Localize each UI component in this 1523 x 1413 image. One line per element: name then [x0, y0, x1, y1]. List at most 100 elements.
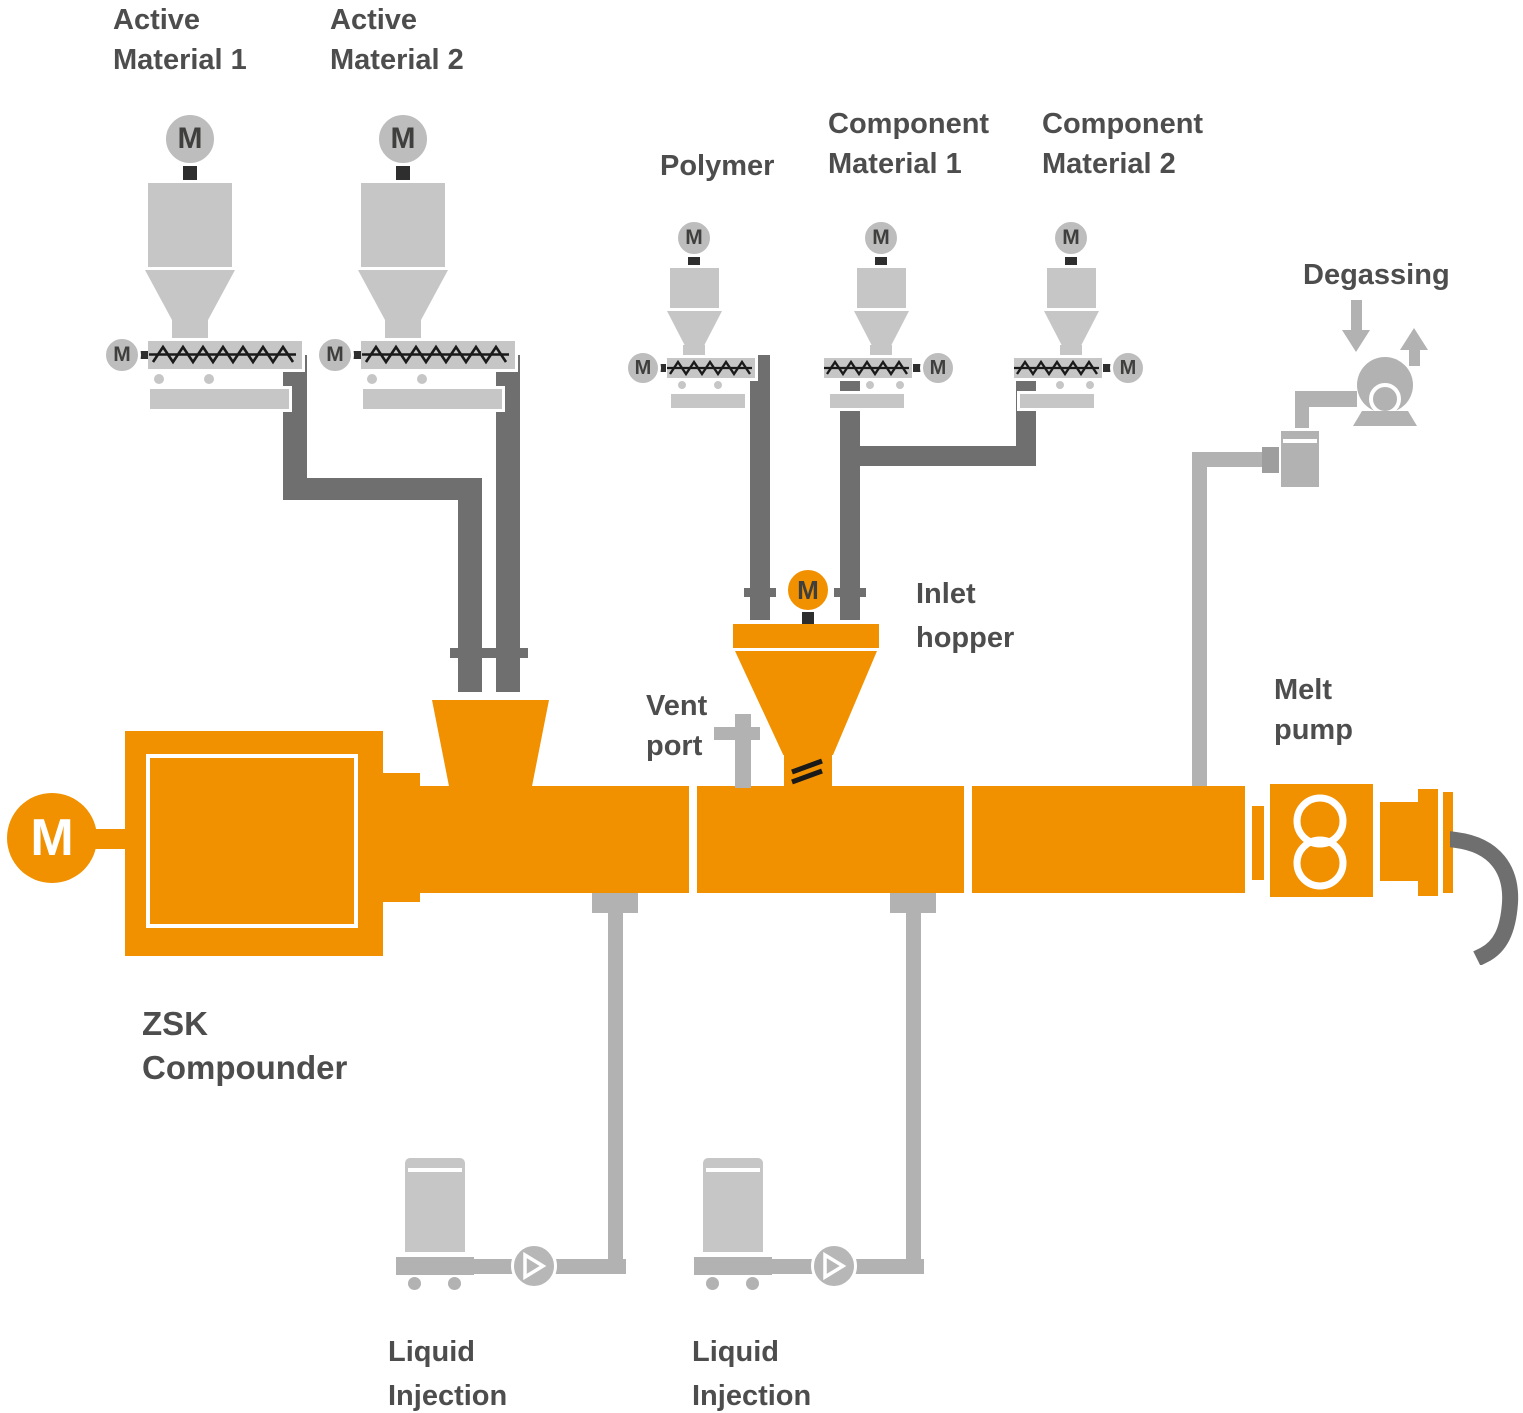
- motor-shaft: [688, 257, 700, 266]
- motor-icon: M: [1110, 350, 1146, 386]
- motor-letter: M: [872, 226, 890, 249]
- screw-feeder-tray: [1011, 355, 1105, 381]
- motor-letter: M: [30, 809, 74, 867]
- screw-feeder-tray: [145, 338, 305, 372]
- feed-pipe-active-1-down: [283, 355, 307, 500]
- label-line: port: [646, 730, 703, 762]
- feed-pipe-component-2-horizontal: [848, 446, 1036, 466]
- screw-feeder-tray: [821, 355, 915, 381]
- label-active-material-2: Active Material 2: [330, 0, 464, 80]
- arrow-up-shaft: [1409, 350, 1420, 366]
- discharge-adapter: [1380, 802, 1418, 881]
- feeder-hopper-bin: [358, 180, 448, 270]
- label-line: Material 1: [113, 44, 247, 76]
- screw-feeder-tray: [664, 355, 758, 381]
- condenser-lid-line: [1283, 439, 1317, 443]
- barrel-coupling: [383, 773, 420, 902]
- tank-base: [694, 1257, 772, 1275]
- screw-motor-shaft: [136, 351, 148, 359]
- feeder-hopper-neck: [870, 345, 892, 355]
- label-line: Compounder: [142, 1049, 348, 1086]
- load-cell-icon: [152, 372, 166, 386]
- label-line: Degassing: [1303, 259, 1450, 291]
- pump-triangle-icon: [823, 1252, 847, 1280]
- vent-port-icon-stem: [735, 714, 751, 788]
- label-line: Melt: [1274, 674, 1332, 706]
- feeder-hopper-cone: [1044, 311, 1099, 345]
- label-line: Material 2: [330, 44, 464, 76]
- motor-icon: M: [1052, 219, 1090, 257]
- label-line: pump: [1274, 714, 1353, 746]
- motor-shaft: [183, 166, 197, 180]
- load-cell-icon: [1084, 379, 1096, 391]
- screw-motor-shaft: [1103, 364, 1113, 372]
- motor-letter: M: [797, 574, 819, 605]
- motor-shaft: [1065, 257, 1077, 266]
- discharge-flange: [1418, 789, 1438, 896]
- label-liquid-injection-2: Liquid Injection: [692, 1330, 811, 1413]
- label-component-material-2: Component Material 2: [1042, 104, 1203, 184]
- label-melt-pump: Melt pump: [1274, 670, 1353, 750]
- motor-shaft: [396, 166, 410, 180]
- label-line: Active: [330, 4, 418, 36]
- vacuum-blower-inlet-icon: [1369, 383, 1401, 415]
- liquid-tank: [402, 1155, 468, 1255]
- label-line: hopper: [916, 622, 1015, 654]
- feeder-base: [360, 386, 505, 412]
- screw-icon: [667, 360, 754, 376]
- feeder-hopper-neck: [683, 345, 705, 355]
- feeder-hopper-cone: [854, 311, 909, 345]
- motor-icon: M: [103, 336, 141, 374]
- feed-pipe-active-1-horizontal: [283, 478, 482, 500]
- load-cell-icon: [676, 379, 688, 391]
- gearbox-panel: [146, 754, 358, 928]
- vacuum-blower-pipe: [1295, 391, 1357, 407]
- label-line: Material 1: [828, 148, 962, 180]
- main-motor-icon: M: [7, 793, 97, 883]
- load-cell-icon: [712, 379, 724, 391]
- feeder-base: [827, 391, 907, 411]
- label-line: Component: [828, 108, 990, 140]
- motor-letter: M: [685, 226, 703, 249]
- screw-icon: [362, 345, 511, 364]
- label-degassing: Degassing: [1303, 255, 1450, 295]
- motor-letter: M: [177, 122, 203, 155]
- motor-letter: M: [326, 343, 344, 366]
- vacuum-pipe-horizontal: [1196, 452, 1266, 467]
- motor-icon: M: [376, 112, 430, 166]
- label-compounder: ZSK Compounder: [142, 1002, 347, 1090]
- label-line: Inlet: [916, 578, 976, 610]
- barrel-section-3: [972, 786, 1245, 893]
- tank-lid-line: [408, 1168, 462, 1172]
- inlet-hopper-lid: [733, 624, 879, 648]
- load-cell-icon: [415, 372, 429, 386]
- motor-icon: M: [920, 350, 956, 386]
- load-cell-icon: [202, 372, 216, 386]
- feeder-hopper-bin: [854, 265, 909, 311]
- inlet-hopper-neck: [784, 755, 832, 786]
- barrel-section-2: [697, 786, 964, 893]
- tank-lid-line: [706, 1168, 760, 1172]
- feeder-hopper-neck: [172, 320, 208, 338]
- vacuum-condenser-box: [1278, 428, 1322, 490]
- label-active-material-1: Active Material 1: [113, 0, 247, 80]
- screw-icon: [149, 345, 298, 364]
- tank-base: [396, 1257, 474, 1275]
- load-cell-icon: [365, 372, 379, 386]
- motor-icon: M: [862, 219, 900, 257]
- liquid-riser-pipe-1: [608, 900, 623, 1260]
- melt-pump-body: [1270, 784, 1373, 897]
- feeder-base: [668, 391, 748, 411]
- label-inlet-hopper: Inlet hopper: [916, 572, 1014, 660]
- gearbox: [125, 731, 383, 956]
- motor-letter: M: [1119, 356, 1137, 379]
- stuffing-screw-icon: [791, 758, 823, 785]
- feed-pipe-polymer-drop: [750, 355, 770, 620]
- liquid-pump-icon: [511, 1243, 557, 1289]
- label-line: Injection: [388, 1380, 508, 1412]
- motor-letter: M: [634, 356, 652, 379]
- motor-icon: M: [316, 336, 354, 374]
- pump-triangle-icon: [523, 1252, 547, 1280]
- tank-wheel-icon: [408, 1277, 421, 1290]
